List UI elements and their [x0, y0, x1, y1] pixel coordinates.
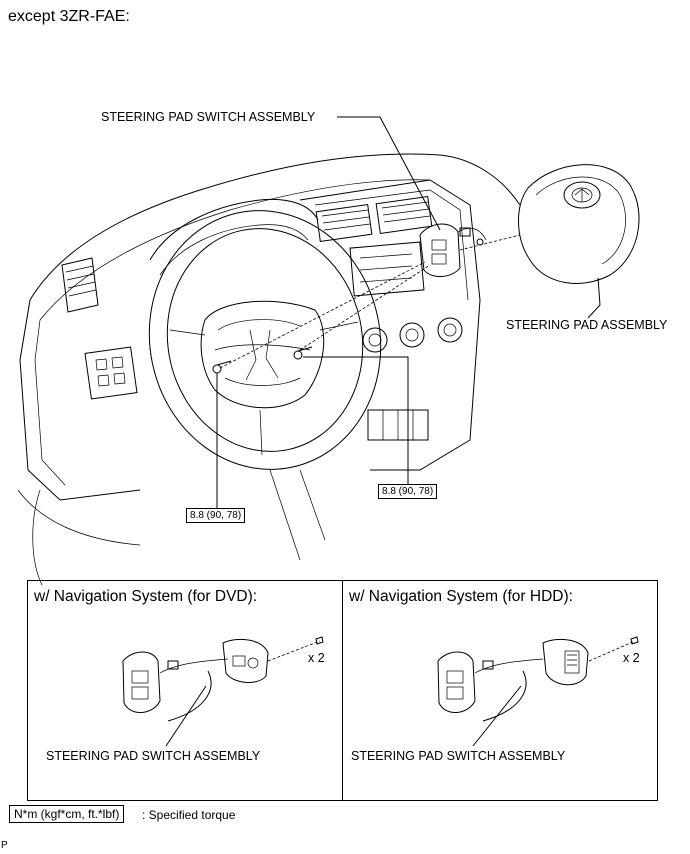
- switch-assembly-dvd-illustration: [122, 636, 324, 747]
- torque-label-right: 8.8 (90, 78): [378, 484, 438, 499]
- torque-label-left: 8.8 (90, 78): [186, 508, 246, 523]
- panel-title: w/ Navigation System (for HDD):: [349, 588, 573, 605]
- switch-assembly-hdd-illustration: [437, 636, 639, 747]
- dashboard-illustration: [17, 116, 640, 586]
- page-heading: except 3ZR-FAE:: [8, 8, 130, 25]
- panel-callout-switch-assembly: STEERING PAD SWITCH ASSEMBLY: [351, 749, 566, 763]
- callout-steering-pad-assembly: STEERING PAD ASSEMBLY: [506, 318, 668, 332]
- panel-title: w/ Navigation System (for DVD):: [34, 588, 258, 605]
- footer-mark: P: [1, 840, 8, 851]
- callout-steering-pad-switch-assembly: STEERING PAD SWITCH ASSEMBLY: [101, 110, 316, 124]
- legend-unit-box: N*m (kgf*cm, ft.*lbf): [9, 805, 125, 823]
- quantity-label: x 2: [623, 651, 640, 665]
- panel-navigation-hdd: w/ Navigation System (for HDD): x 2 STEE…: [342, 580, 658, 801]
- quantity-label: x 2: [308, 651, 325, 665]
- panel-navigation-dvd: w/ Navigation System (for DVD): x 2 STEE…: [27, 580, 343, 801]
- panel-callout-switch-assembly: STEERING PAD SWITCH ASSEMBLY: [46, 749, 261, 763]
- legend-description: : Specified torque: [142, 808, 236, 822]
